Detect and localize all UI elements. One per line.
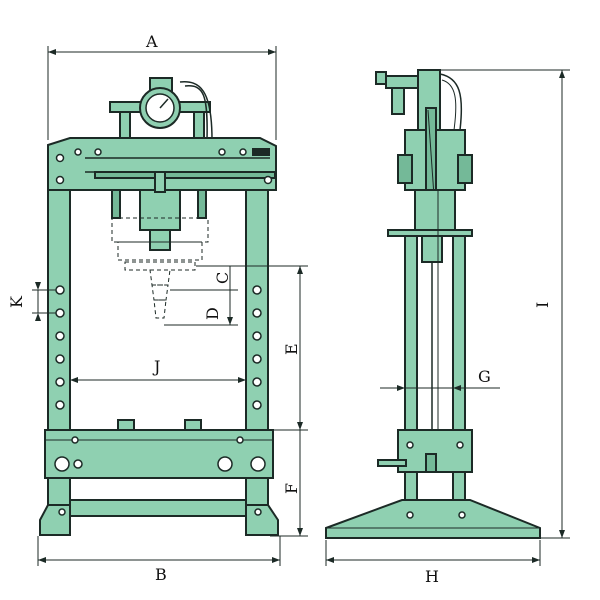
label-c: C xyxy=(213,272,232,284)
dimensions xyxy=(32,46,570,566)
press-bed xyxy=(44,419,274,479)
label-e: E xyxy=(282,343,301,355)
label-k: K xyxy=(7,295,26,308)
label-j: J xyxy=(152,357,160,376)
pressure-gauge xyxy=(109,77,213,143)
side-base xyxy=(325,499,541,539)
label-h: H xyxy=(425,567,439,586)
front-base xyxy=(39,477,279,536)
dimension-labels: A B C D E F G H I J K xyxy=(7,32,552,586)
label-f: F xyxy=(282,483,301,494)
label-i: I xyxy=(533,302,552,308)
left-column xyxy=(47,189,71,431)
side-bed xyxy=(377,429,473,473)
side-upper-frame xyxy=(387,107,473,263)
side-view xyxy=(325,69,541,539)
hydraulic-cylinder xyxy=(111,171,209,319)
label-d: D xyxy=(203,307,222,320)
right-column xyxy=(245,189,269,431)
front-view xyxy=(39,77,279,536)
label-g: G xyxy=(478,367,491,386)
label-a: A xyxy=(145,32,158,51)
label-b: B xyxy=(155,565,167,584)
